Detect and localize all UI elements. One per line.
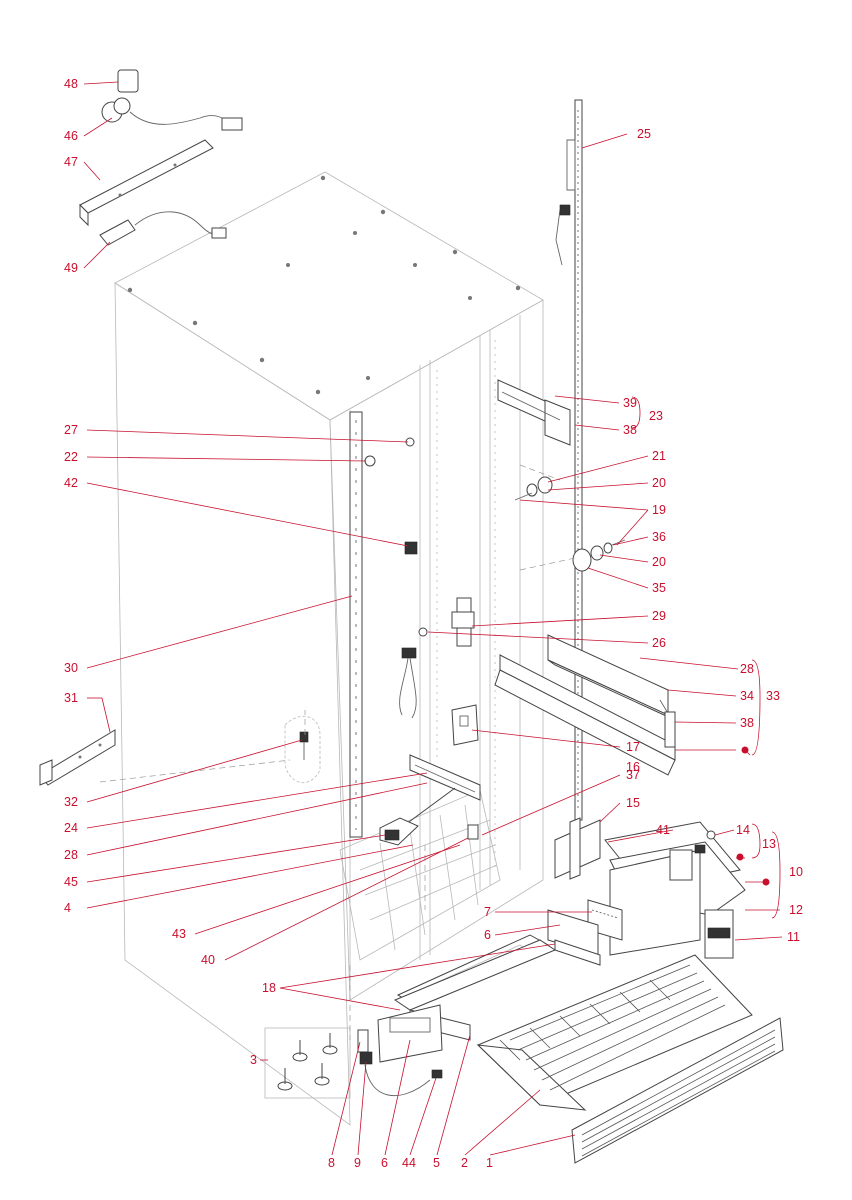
callout-1: 1 — [486, 1156, 493, 1170]
callout-9: 9 — [354, 1156, 361, 1170]
callout-43: 43 — [172, 927, 186, 941]
panel-34 — [494, 634, 676, 776]
callout-22: 22 — [64, 450, 78, 464]
part-6-upper — [547, 909, 601, 966]
feet-3 — [264, 1027, 351, 1099]
callout-24: 24 — [64, 821, 78, 835]
callout-46: 46 — [64, 129, 78, 143]
callout-21: 21 — [652, 449, 666, 463]
callout-41: 41 — [656, 823, 670, 837]
part-6-lower — [377, 1004, 443, 1063]
callout-labels: 48 46 47 49 25 39 23 38 27 22 42 21 20 1… — [64, 77, 803, 1170]
callout-39: 39 — [623, 396, 637, 410]
callout-35: 35 — [652, 581, 666, 595]
grille-1 — [571, 1017, 784, 1164]
part-48 — [117, 69, 139, 93]
callout-48: 48 — [64, 77, 78, 91]
callout-4: 4 — [64, 901, 71, 915]
callout-15: 15 — [626, 796, 640, 810]
part-44 — [431, 1069, 443, 1079]
callout-2: 2 — [461, 1156, 468, 1170]
callout-18: 18 — [262, 981, 276, 995]
callout-6-top: 6 — [484, 928, 491, 942]
grommets — [514, 476, 626, 572]
callout-12: 12 — [789, 903, 803, 917]
callout-8: 8 — [328, 1156, 335, 1170]
plate-37 — [451, 704, 479, 746]
callout-6-bottom: 6 — [381, 1156, 388, 1170]
callout-33: 33 — [766, 689, 780, 703]
cabinet-body — [114, 171, 544, 1126]
line-art — [39, 69, 784, 1164]
rail-25 — [555, 99, 583, 821]
callout-31: 31 — [64, 691, 78, 705]
callout-45: 45 — [64, 875, 78, 889]
marker-dot-33 — [741, 746, 749, 754]
callout-19: 19 — [652, 503, 666, 517]
callout-11: 11 — [787, 930, 800, 944]
cable-49 — [99, 211, 227, 246]
callout-28-right: 28 — [740, 662, 754, 676]
callout-14: 14 — [736, 823, 750, 837]
callout-7: 7 — [484, 905, 491, 919]
callout-25: 25 — [637, 127, 651, 141]
cable-46 — [101, 97, 243, 131]
bracket-29 — [451, 597, 475, 647]
rail-24 — [409, 754, 481, 801]
cable-17 — [399, 647, 417, 719]
leader-lines — [83, 81, 783, 1156]
callout-38-bottom: 38 — [740, 716, 754, 730]
callout-5: 5 — [433, 1156, 440, 1170]
marker-dot-10 — [762, 878, 770, 886]
hinge-strip — [349, 411, 363, 838]
bracket-31 — [39, 729, 116, 786]
bracket-15 — [554, 817, 601, 880]
callout-27: 27 — [64, 423, 78, 437]
callout-20-top: 20 — [652, 476, 666, 490]
callout-16-final: 16 — [626, 760, 640, 774]
callout-42: 42 — [64, 476, 78, 490]
callout-26: 26 — [652, 636, 666, 650]
callout-30: 30 — [64, 661, 78, 675]
callout-49: 49 — [64, 261, 78, 275]
callout-17: 17 — [626, 740, 640, 754]
callout-23: 23 — [649, 409, 663, 423]
part-26 — [418, 627, 428, 637]
callout-28-left: 28 — [64, 848, 78, 862]
part-42 — [404, 541, 418, 555]
callout-38-top: 38 — [623, 423, 637, 437]
clip-16 — [467, 824, 479, 840]
tray-2 — [476, 954, 753, 1111]
callout-13: 13 — [762, 837, 776, 851]
callout-32: 32 — [64, 795, 78, 809]
callout-36: 36 — [652, 530, 666, 544]
callout-47: 47 — [64, 155, 78, 169]
callout-40: 40 — [201, 953, 215, 967]
callout-34: 34 — [740, 689, 754, 703]
callout-44: 44 — [402, 1156, 416, 1170]
callout-29: 29 — [652, 609, 666, 623]
part-22 — [364, 455, 376, 467]
part-32 — [284, 715, 321, 783]
part-8 — [357, 1029, 369, 1053]
callout-37: 37 — [626, 768, 640, 782]
callout-10: 10 — [789, 865, 803, 879]
bracket-47 — [79, 139, 214, 227]
latch-45 — [379, 817, 419, 846]
callout-3: 3 — [250, 1053, 257, 1067]
rail-39 — [497, 379, 571, 446]
marker-dot-13 — [736, 853, 744, 861]
callout-20-bottom: 20 — [652, 555, 666, 569]
unit-10 — [604, 821, 746, 959]
cable-9 — [359, 1051, 431, 1096]
